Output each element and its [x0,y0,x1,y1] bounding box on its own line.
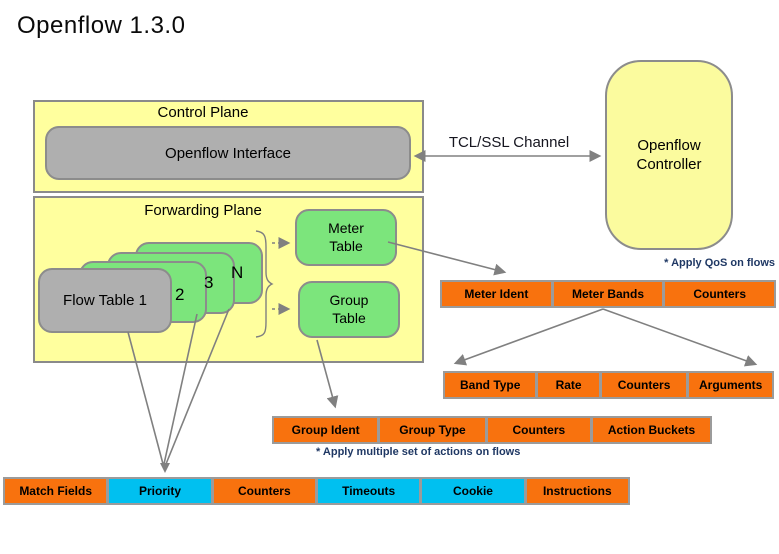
cell-timeouts: Timeouts [317,479,420,503]
meter-bands-to-band-row-left-arrow [453,308,604,366]
flow-table-1-label: Flow Table 1 [63,292,147,309]
flow-table-1-box: Flow Table 1 [38,268,172,333]
cell-meter-counters: Counters [665,282,775,306]
cell-priority: Priority [109,479,211,503]
cell-group-type: Group Type [380,418,485,442]
flow-table-2-num: 2 [175,285,185,304]
cell-band-counters: Counters [601,373,687,397]
flow-table-3-num: 3 [204,273,214,292]
meter-table-box: Meter Table [295,209,397,266]
cell-band-type: Band Type [445,373,536,397]
cell-band-arguments: Arguments [689,373,772,397]
cell-action-buckets: Action Buckets [593,418,710,442]
openflow-interface-box: Openflow Interface [45,126,411,180]
cell-instructions: Instructions [526,479,628,503]
cell-meter-bands: Meter Bands [553,282,663,306]
flow-entry-row: Match Fields Priority Counters Timeouts … [3,477,630,505]
cell-group-counters: Counters [487,418,591,442]
cell-cookie: Cookie [422,479,524,503]
tcl-ssl-channel-label: TCL/SSL Channel [448,134,570,151]
openflow-controller-box: Openflow Controller [605,60,733,250]
group-row: Group Ident Group Type Counters Action B… [272,416,712,444]
openflow-interface-label: Openflow Interface [165,144,291,162]
cell-band-rate: Rate [538,373,599,397]
actions-note: * Apply multiple set of actions on flows [316,446,521,458]
group-table-label: Group Table [329,292,369,326]
cell-group-ident: Group Ident [274,418,378,442]
flow-entry-arrowhead [160,463,170,473]
meter-table-label: Meter Table [328,220,364,254]
flow-table-n-num: N [231,263,244,282]
band-row: Band Type Rate Counters Arguments [443,371,774,399]
page-title: Openflow 1.3.0 [17,12,186,39]
openflow-controller-label: Openflow Controller [636,136,702,174]
meter-row: Meter Ident Meter Bands Counters [440,280,776,308]
qos-note: * Apply QoS on flows [664,257,775,269]
control-plane-title: Control Plane [157,104,249,121]
cell-match-fields: Match Fields [5,479,107,503]
group-table-box: Group Table [298,281,400,338]
meter-bands-to-band-row-right-arrow [602,308,758,367]
forwarding-plane-title: Forwarding Plane [144,202,262,219]
cell-meter-ident: Meter Ident [442,282,551,306]
cell-counters: Counters [213,479,315,503]
